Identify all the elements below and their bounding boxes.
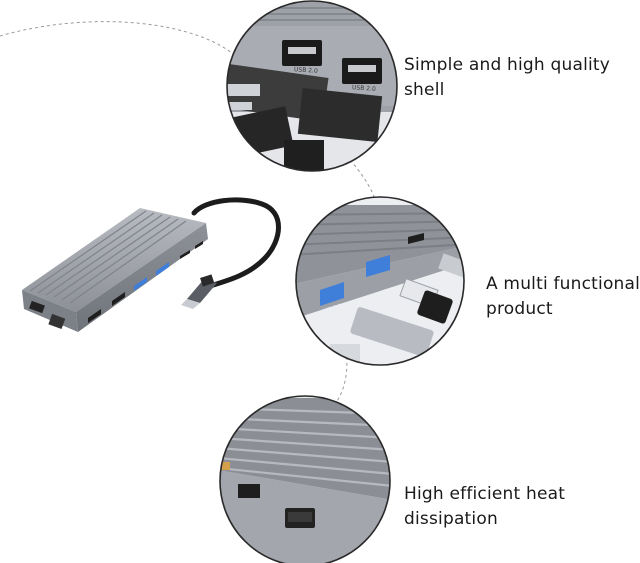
hub-front — [76, 223, 208, 332]
caption-line: shell — [404, 80, 445, 100]
usb-c-cable — [191, 197, 281, 289]
hub-ports — [88, 241, 203, 323]
detail-circle-shell — [226, 0, 398, 172]
caption-line: Simple and high quality — [404, 55, 611, 75]
caption-line: dissipation — [404, 509, 498, 529]
feature-caption-shell: Simple and high quality shell — [404, 53, 610, 103]
feature-caption-multifunction: A multi functional product — [486, 272, 640, 322]
usb-hub — [22, 197, 281, 332]
detail-circle-multifunction — [295, 196, 465, 366]
hub-top — [22, 208, 206, 312]
feature-caption-heat: High efficient heat dissipation — [404, 482, 565, 532]
caption-line: A multi functional — [486, 274, 640, 294]
caption-line: High efficient heat — [404, 484, 566, 504]
caption-line: product — [486, 299, 553, 319]
usb-c-plug — [181, 274, 217, 309]
detail-circle-heat — [219, 395, 391, 563]
